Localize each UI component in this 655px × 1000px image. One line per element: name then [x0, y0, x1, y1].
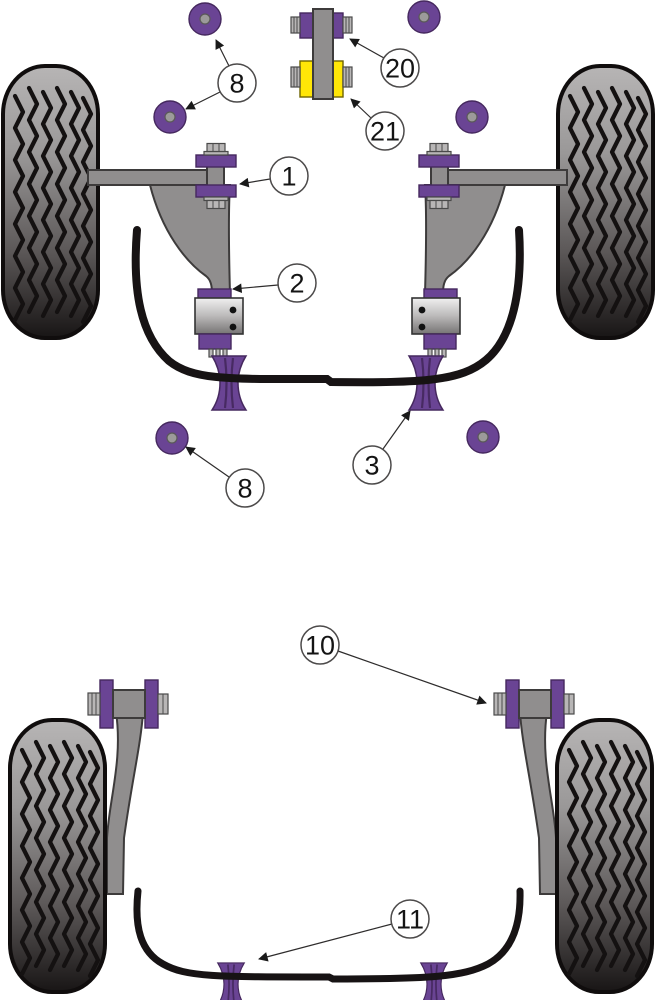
callout-3-arrow — [382, 410, 411, 450]
rear-suspension-view — [10, 679, 652, 1000]
callout-8-upper-label: 8 — [229, 69, 244, 99]
rear-right-tire — [557, 720, 652, 992]
rear-arb-bushing-right — [419, 962, 449, 1000]
callout-3-label: 3 — [364, 451, 379, 481]
subframe-bushing-disc-1 — [188, 2, 222, 36]
engine-mount-assembly — [290, 8, 353, 100]
front-right-tire — [558, 66, 653, 338]
rear-anti-roll-bar — [133, 887, 524, 983]
front-left-control-arm-assembly — [88, 144, 243, 358]
rear-left-tire — [10, 720, 105, 992]
front-anti-roll-bar — [131, 226, 524, 387]
callout-10-circle — [300, 625, 340, 665]
callout-11-label: 11 — [396, 905, 424, 935]
subframe-bushing-disc-2 — [153, 100, 187, 134]
callouts: 8 20 21 1 2 3 8 — [185, 38, 487, 962]
rear-right-trailing-arm — [519, 711, 557, 895]
rear-left-trailing-arm — [106, 711, 144, 895]
callout-3: 3 — [352, 410, 411, 485]
callout-1-arrow — [239, 177, 271, 188]
callout-8-lower-arrow — [185, 446, 230, 478]
callout-21: 21 — [350, 98, 405, 151]
callout-21-arrow — [350, 98, 372, 119]
callout-11-arrow — [258, 923, 393, 962]
callout-8-upper-arrow-1 — [215, 39, 230, 67]
callout-1-label: 1 — [281, 162, 296, 192]
callout-20-arrow — [349, 38, 385, 59]
callout-1-circle — [269, 156, 309, 196]
subframe-bushing-disc-6 — [466, 420, 500, 454]
callout-3-circle — [352, 445, 392, 485]
callout-2-arrow — [232, 283, 279, 294]
front-left-tire — [3, 66, 98, 338]
rear-arb-bushing-left — [216, 962, 246, 1000]
subframe-bushing-disc-3 — [407, 0, 441, 34]
callout-20-label: 20 — [385, 54, 415, 84]
callout-11: 11 — [258, 899, 430, 962]
callout-21-circle — [365, 111, 405, 151]
callout-2-label: 2 — [289, 269, 304, 299]
callout-8-lower: 8 — [185, 446, 265, 508]
engine-mount-bracket — [312, 8, 334, 100]
front-right-control-arm-assembly — [412, 144, 567, 358]
engine-mount-bolts — [290, 16, 353, 88]
front-arb-bushing-left — [210, 354, 248, 412]
callout-11-circle — [390, 899, 430, 939]
callout-8-upper-arrow-2 — [185, 91, 221, 110]
callout-10-label: 10 — [305, 631, 335, 661]
callout-2: 2 — [232, 263, 317, 303]
front-suspension-view — [3, 0, 653, 455]
callout-1: 1 — [239, 156, 309, 196]
callout-21-label: 21 — [370, 117, 400, 147]
subframe-bushing-disc-4 — [455, 100, 489, 134]
callout-2-circle — [277, 263, 317, 303]
callout-10: 10 — [300, 625, 487, 705]
callout-8-upper-circle — [217, 63, 257, 103]
callout-10-arrow — [337, 650, 487, 705]
callout-8-lower-label: 8 — [237, 474, 252, 504]
callout-8-upper: 8 — [185, 39, 257, 110]
callout-20-circle — [380, 48, 420, 88]
subframe-bushing-disc-5 — [155, 421, 189, 455]
callout-20: 20 — [349, 38, 420, 88]
callout-8-lower-circle — [225, 468, 265, 508]
